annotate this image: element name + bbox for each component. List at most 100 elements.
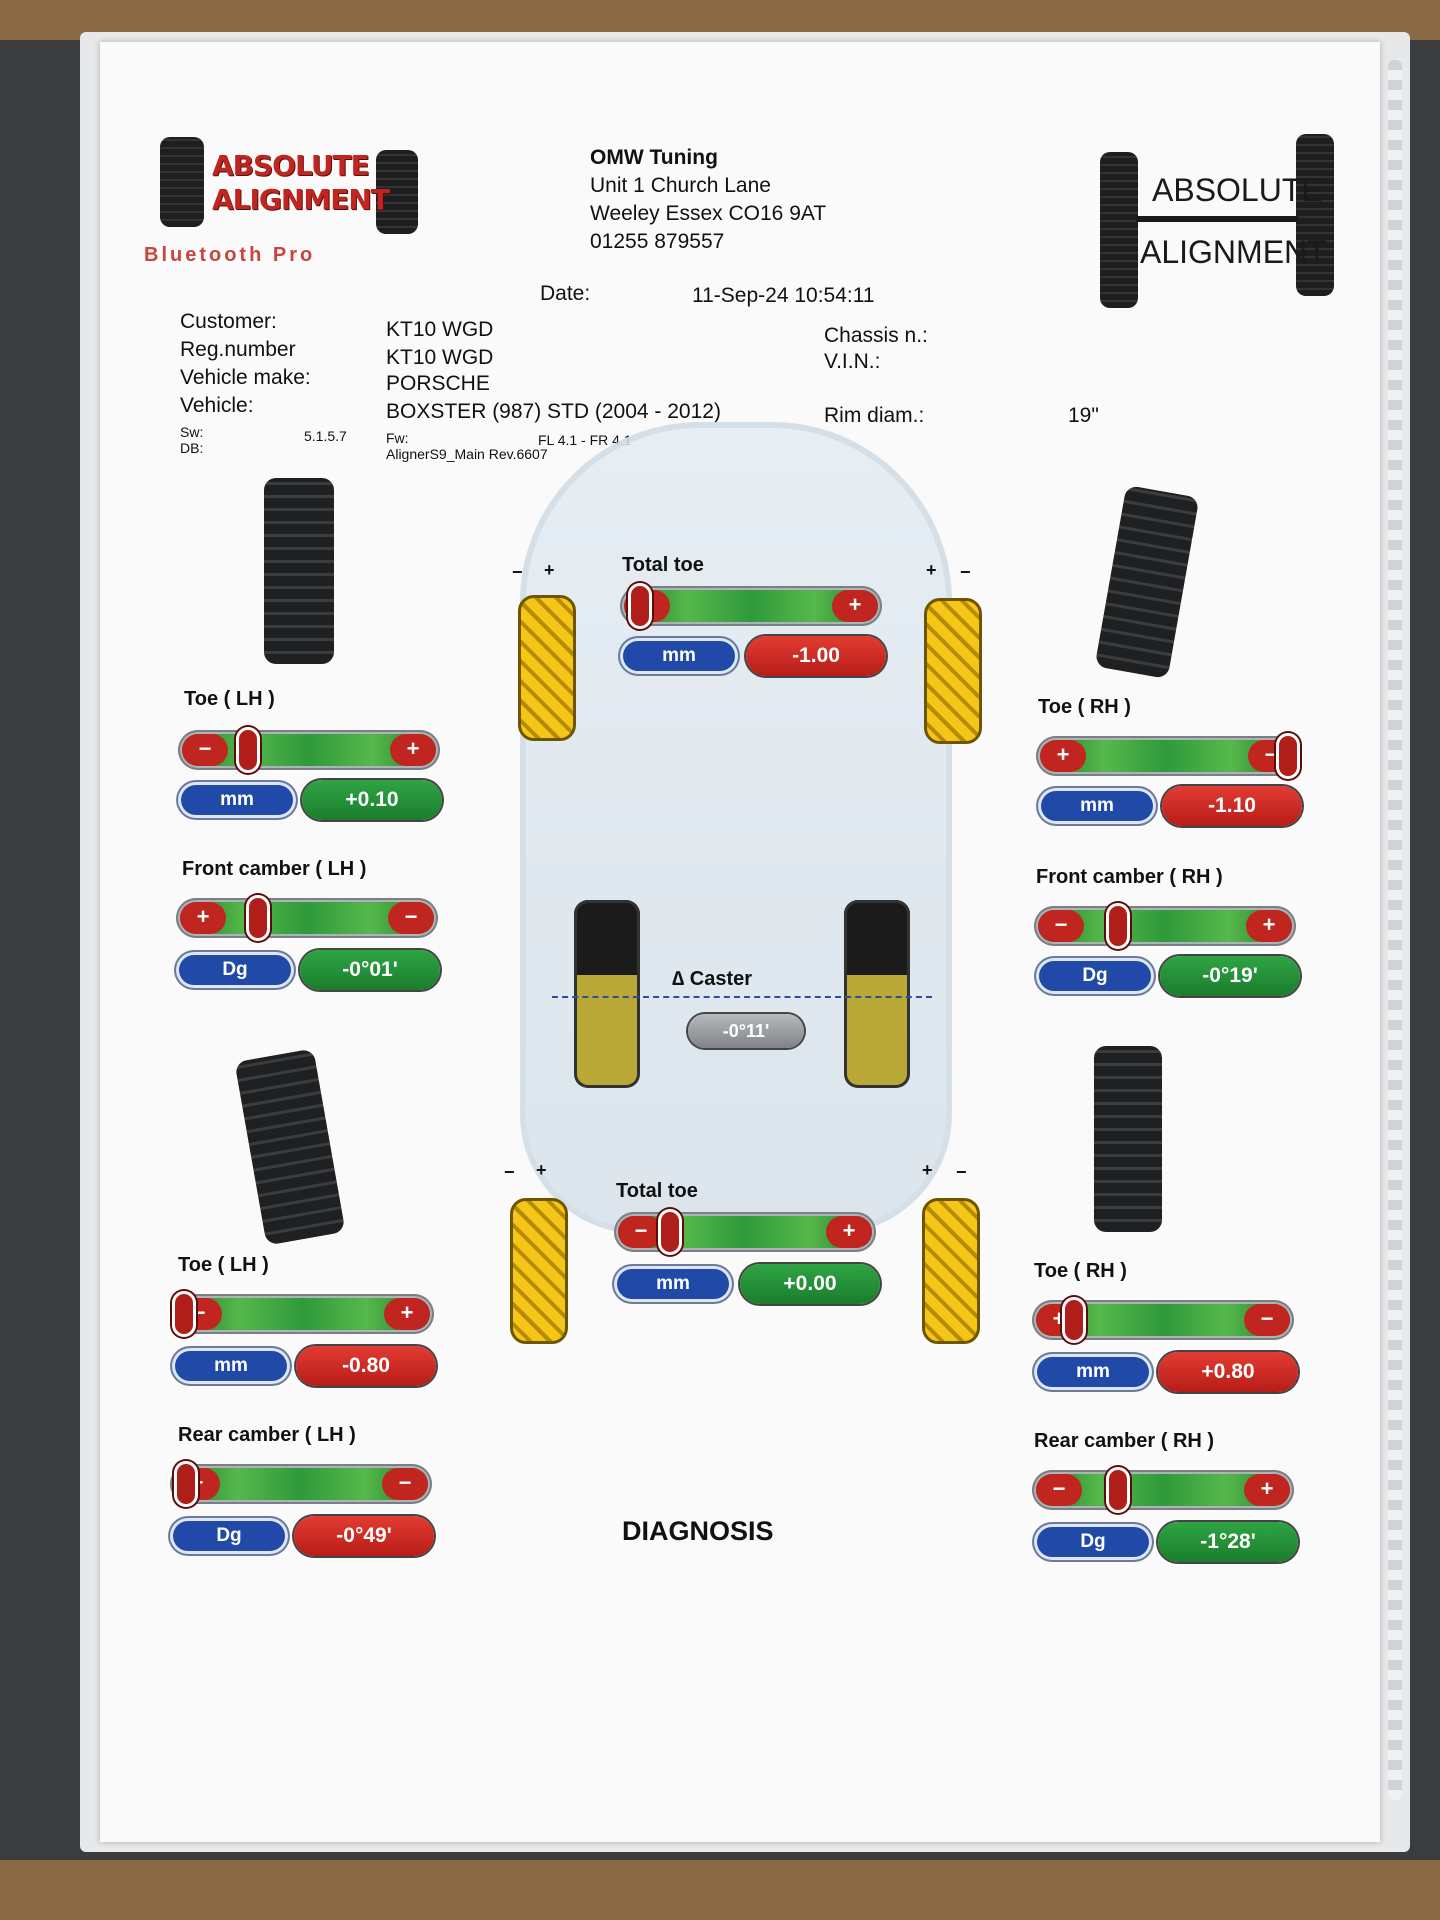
plus-cap: + (826, 1216, 872, 1248)
rim-label: Rim diam.: (824, 404, 925, 427)
logo-right-line1: ABSOLUTE (1152, 172, 1323, 208)
rear-left-camber-unit: Dg (170, 1518, 288, 1554)
axle-line (1136, 216, 1298, 222)
wheel-plus: + (926, 560, 937, 580)
rear-right-toe-needle (1062, 1297, 1086, 1343)
diagnosis-heading: DIAGNOSIS (622, 1516, 774, 1546)
front-right-toe-label: Toe ( RH ) (1038, 696, 1131, 718)
front-total-toe-unit: mm (620, 638, 738, 674)
minus-cap: − (1038, 910, 1084, 942)
rear-left-camber-needle (174, 1461, 198, 1507)
rear-total-toe-needle (658, 1209, 682, 1255)
customer-value: KT10 WGD (386, 318, 494, 341)
front-left-tyre-icon (264, 478, 334, 664)
wheel-minus: − (512, 562, 523, 582)
rear-left-camber-bar: + − (170, 1461, 432, 1507)
front-total-toe-bar: − + (620, 583, 882, 629)
front-left-camber-needle (246, 895, 270, 941)
rear-left-wheel-icon (510, 1198, 568, 1344)
front-total-toe-value: -1.00 (746, 636, 886, 676)
rear-right-camber-bar: − + (1032, 1467, 1294, 1513)
logo-left-line1: ABSOLUTE (212, 149, 370, 182)
workshop-name: OMW Tuning (590, 146, 718, 169)
plus-cap: + (1244, 1474, 1290, 1506)
front-right-camber-unit: Dg (1036, 958, 1154, 994)
front-right-tyre-icon (1094, 484, 1200, 680)
workshop-address1: Unit 1 Church Lane (590, 174, 771, 197)
wheel-minus: − (504, 1162, 515, 1182)
rear-right-wheel-icon (922, 1198, 980, 1344)
db-value: AlignerS9_Main Rev.6607 (386, 446, 548, 462)
wheel-plus: + (544, 560, 555, 580)
wheel-plus: + (922, 1160, 933, 1180)
plus-cap: + (1246, 910, 1292, 942)
caster-tyre-right (844, 900, 910, 1088)
rim-value: 19" (1068, 404, 1099, 427)
minus-cap: − (1244, 1304, 1290, 1336)
front-right-camber-needle (1106, 903, 1130, 949)
rear-left-toe-unit: mm (172, 1348, 290, 1384)
rear-total-toe-bar: − + (614, 1209, 876, 1255)
front-left-camber-value: -0°01' (300, 950, 440, 990)
rear-left-toe-label: Toe ( LH ) (178, 1254, 269, 1276)
date-label: Date: (540, 282, 591, 305)
caster-tyre-left (574, 900, 640, 1088)
rear-left-camber-label: Rear camber ( LH ) (178, 1424, 356, 1446)
vehicle-value: BOXSTER (987) STD (2004 - 2012) (386, 400, 721, 423)
plus-cap: + (384, 1298, 430, 1330)
make-value: PORSCHE (386, 372, 490, 395)
vin-label: V.I.N.: (824, 350, 881, 373)
rear-total-toe-label: Total toe (616, 1180, 698, 1202)
db-label: DB: (180, 440, 204, 456)
customer-label: Customer: (180, 310, 277, 333)
reg-label: Reg.number (180, 338, 296, 361)
logo-right-line2: ALIGNMENT (1140, 234, 1327, 270)
front-left-camber-bar: + − (176, 895, 438, 941)
front-total-toe-label: Total toe (622, 554, 704, 576)
rear-right-camber-unit: Dg (1034, 1524, 1152, 1560)
rear-left-toe-bar: − + (172, 1291, 434, 1337)
rear-left-toe-needle (172, 1291, 196, 1337)
caster-value: -0°11' (688, 1014, 804, 1048)
rear-right-tyre-icon (1094, 1046, 1162, 1232)
front-left-toe-value: +0.10 (302, 780, 442, 820)
rear-right-toe-bar: + − (1032, 1297, 1294, 1343)
rear-left-tyre-icon (234, 1048, 346, 1246)
rear-right-toe-label: Toe ( RH ) (1034, 1260, 1127, 1282)
front-total-toe-needle (628, 583, 652, 629)
front-left-toe-bar: − + (178, 727, 440, 773)
rear-right-camber-label: Rear camber ( RH ) (1034, 1430, 1215, 1452)
front-left-wheel-icon (518, 595, 576, 741)
rear-right-toe-value: +0.80 (1158, 1352, 1298, 1392)
front-left-toe-unit: mm (178, 782, 296, 818)
front-right-toe-needle (1276, 733, 1300, 779)
chassis-label: Chassis n.: (824, 324, 928, 347)
vehicle-label: Vehicle: (180, 394, 254, 417)
make-label: Vehicle make: (180, 366, 311, 389)
rear-total-toe-unit: mm (614, 1266, 732, 1302)
caster-label: ∆ Caster (672, 968, 753, 990)
date-value: 11-Sep-24 10:54:11 (692, 284, 875, 307)
fw-value: FL 4.1 - FR 4.1 (538, 432, 632, 448)
sleeve-punch-holes (1388, 60, 1402, 1800)
minus-cap: − (618, 1216, 664, 1248)
plus-cap: + (390, 734, 436, 766)
reg-value: KT10 WGD (386, 346, 494, 369)
sw-value: 5.1.5.7 (304, 428, 347, 444)
wheel-minus: − (960, 562, 971, 582)
logo-left-line2: ALIGNMENT (212, 183, 390, 216)
tyre-icon (160, 137, 204, 227)
wheel-plus: + (536, 1160, 547, 1180)
rear-right-camber-needle (1106, 1467, 1130, 1513)
tyre-icon (1100, 152, 1138, 308)
front-right-camber-bar: − + (1034, 903, 1296, 949)
wheel-minus: − (956, 1162, 967, 1182)
workshop-phone: 01255 879557 (590, 230, 725, 253)
fw-label: Fw: (386, 430, 409, 446)
front-right-wheel-icon (924, 598, 982, 744)
plus-cap: + (180, 902, 226, 934)
front-right-toe-bar: + − (1036, 733, 1300, 779)
logo-tagline: Bluetooth Pro (144, 244, 316, 266)
front-right-camber-label: Front camber ( RH ) (1036, 866, 1223, 888)
front-left-toe-needle (236, 727, 260, 773)
